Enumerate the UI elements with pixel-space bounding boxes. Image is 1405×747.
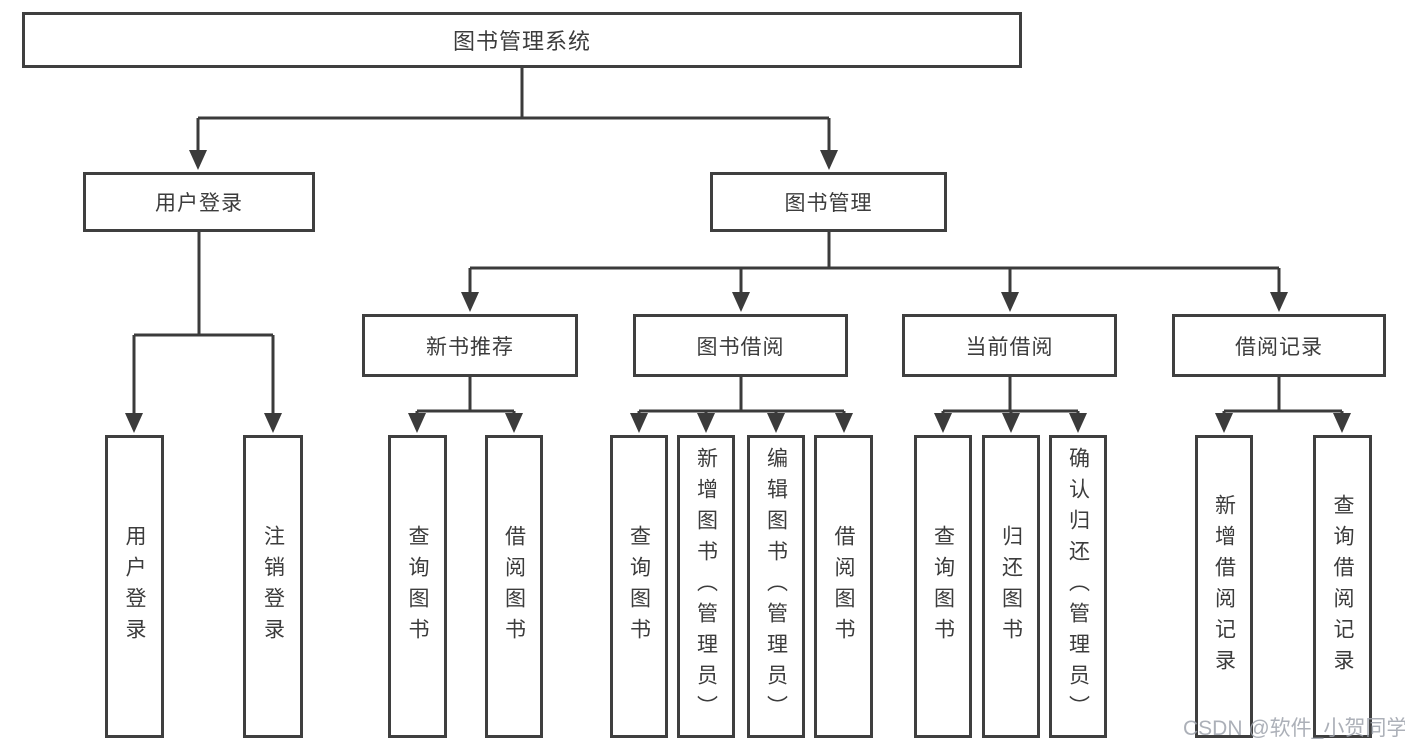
connector-new-book-to-leaves xyxy=(415,377,516,415)
leaf-br-query-record-label: 查询借阅记录 xyxy=(1331,493,1354,680)
leaf-nb-borrow-books: 借阅图书 xyxy=(485,435,543,738)
connector-root-to-level2 xyxy=(196,68,831,152)
leaf-bb-borrow-books-label: 借阅图书 xyxy=(832,524,855,649)
leaf-cb-query-books: 查询图书 xyxy=(914,435,972,738)
leaf-cb-return-books: 归还图书 xyxy=(982,435,1040,738)
arrowheads xyxy=(125,150,1351,433)
node-book-borrow: 图书借阅 xyxy=(633,314,848,377)
connector-book-mgmt-to-level3 xyxy=(468,232,1281,294)
leaf-br-add-record-label: 新增借阅记录 xyxy=(1212,493,1236,680)
leaf-cb-query-books-label: 查询图书 xyxy=(931,524,955,649)
csdn-watermark: CSDN @软件_小贺同学 xyxy=(1183,717,1405,740)
leaf-bb-edit-books-admin-label: 编辑图书（管理员） xyxy=(764,447,788,726)
leaf-nb-query-books-label: 查询图书 xyxy=(406,524,429,649)
leaf-cb-return-books-label: 归还图书 xyxy=(999,524,1023,649)
leaf-br-add-record: 新增借阅记录 xyxy=(1195,435,1253,738)
leaf-cb-confirm-return-admin-label: 确认归还（管理员） xyxy=(1066,447,1090,726)
node-current-borrow: 当前借阅 xyxy=(902,314,1117,377)
node-borrow-record: 借阅记录 xyxy=(1172,314,1386,377)
connector-borrow-record-to-leaves xyxy=(1222,377,1344,415)
leaf-cb-confirm-return-admin: 确认归还（管理员） xyxy=(1049,435,1107,738)
connector-user-login-to-leaves xyxy=(132,232,275,415)
node-user-login: 用户登录 xyxy=(83,172,315,232)
leaf-user-login-label: 用户登录 xyxy=(123,524,146,649)
connector-book-borrow-to-leaves xyxy=(637,377,846,415)
leaf-bb-add-books-admin-label: 新增图书（管理员） xyxy=(694,447,718,726)
leaf-logout-label: 注销登录 xyxy=(261,524,285,649)
leaf-nb-borrow-books-label: 借阅图书 xyxy=(502,524,526,649)
leaf-bb-add-books-admin: 新增图书（管理员） xyxy=(677,435,735,738)
leaf-nb-query-books: 查询图书 xyxy=(388,435,447,738)
node-new-book-rec: 新书推荐 xyxy=(362,314,578,377)
leaf-logout: 注销登录 xyxy=(243,435,303,738)
connector-current-borrow-to-leaves xyxy=(941,377,1080,415)
leaf-bb-edit-books-admin: 编辑图书（管理员） xyxy=(747,435,805,738)
leaf-br-query-record: 查询借阅记录 xyxy=(1313,435,1372,738)
node-book-mgmt: 图书管理 xyxy=(710,172,947,232)
leaf-user-login: 用户登录 xyxy=(105,435,164,738)
leaf-bb-borrow-books: 借阅图书 xyxy=(814,435,873,738)
leaf-bb-query-books-label: 查询图书 xyxy=(627,524,651,649)
node-root: 图书管理系统 xyxy=(22,12,1022,68)
leaf-bb-query-books: 查询图书 xyxy=(610,435,668,738)
